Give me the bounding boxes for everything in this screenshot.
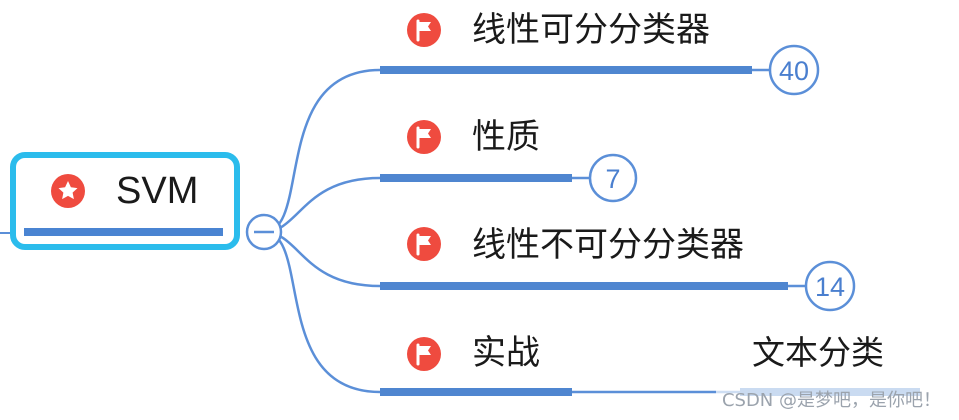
branch-underline-3 <box>380 282 788 290</box>
branch-label-1[interactable]: 线性可分分类器 <box>472 10 710 50</box>
child-label-4[interactable]: 文本分类 <box>752 333 884 372</box>
star-icon <box>51 174 85 208</box>
branch-connector-2 <box>263 176 381 234</box>
root-node-label[interactable]: SVM <box>116 170 199 212</box>
count-badge-2-text: 7 <box>605 164 620 194</box>
flag-icon <box>407 227 441 261</box>
branch-connector-3 <box>263 230 381 288</box>
root-underline <box>24 228 223 236</box>
watermark: CSDN @是梦吧，是你吧！ <box>715 386 947 412</box>
count-badge-1-text: 40 <box>779 56 809 86</box>
branch-connector-1 <box>263 68 381 234</box>
branch-underline-1 <box>380 66 752 74</box>
flag-icon <box>407 337 441 371</box>
count-badge-1[interactable]: 40 <box>768 44 820 96</box>
branch-label-3[interactable]: 线性不可分分类器 <box>472 225 744 265</box>
count-badge-3-text: 14 <box>815 272 845 302</box>
flag-icon <box>407 13 441 47</box>
collapse-toggle[interactable] <box>245 213 283 251</box>
branch-underline-4 <box>380 388 572 396</box>
branch-label-4[interactable]: 实战 <box>472 333 540 373</box>
count-badge-3[interactable]: 14 <box>804 260 856 312</box>
count-badge-2[interactable]: 7 <box>588 153 638 203</box>
flag-icon <box>407 120 441 154</box>
branch-underline-2 <box>380 174 572 182</box>
branch-connector-4 <box>263 230 381 394</box>
branch-label-2[interactable]: 性质 <box>472 117 540 157</box>
